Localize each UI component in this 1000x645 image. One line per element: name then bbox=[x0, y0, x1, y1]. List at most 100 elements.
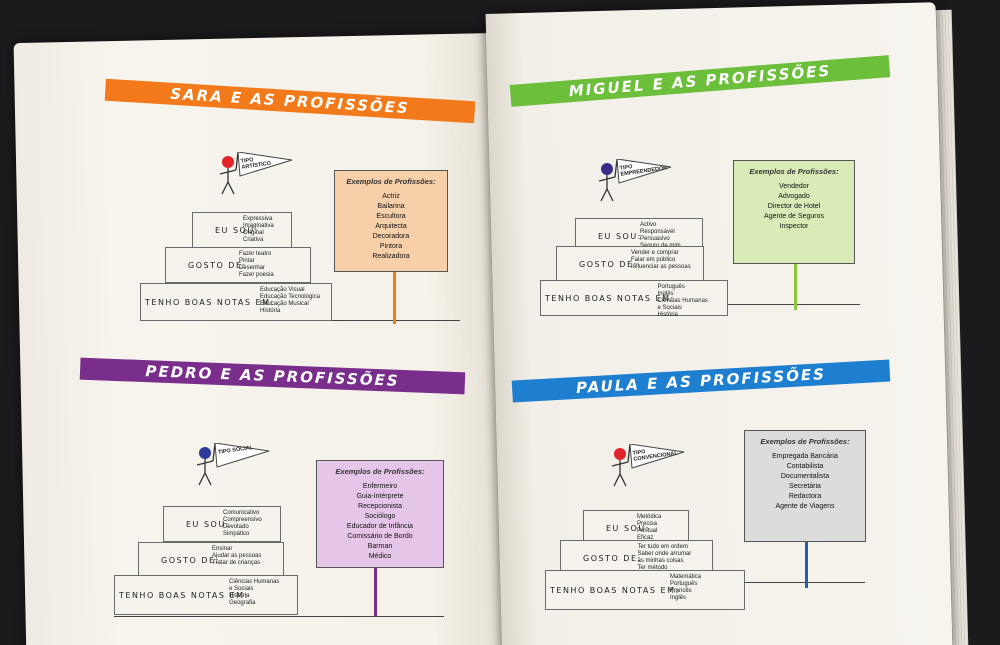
sign-title: Exemplos de Profissões: bbox=[346, 177, 436, 186]
tier-label: TENHO BOAS NOTAS EM: bbox=[145, 298, 275, 307]
profession-item: Vendedor bbox=[779, 183, 809, 190]
list-item: Devotado bbox=[223, 524, 249, 530]
list-item: Persuasivo bbox=[640, 236, 670, 242]
list-item: Imaginativa bbox=[243, 223, 274, 229]
profession-item: Inspector bbox=[779, 223, 809, 230]
profession-item: Comissário de Bordo bbox=[347, 533, 413, 540]
list-item: Educação Musical bbox=[260, 301, 309, 307]
profession-item: Director de Hotel bbox=[767, 203, 821, 210]
list-item: Tratar de crianças bbox=[212, 560, 261, 566]
profession-item: Médico bbox=[368, 553, 392, 560]
list-item: Português bbox=[657, 284, 685, 290]
stick-figure-flag-icon bbox=[611, 444, 685, 487]
list-item: Saber onde arrumar bbox=[637, 551, 692, 557]
list-item: Francês bbox=[670, 588, 692, 594]
profession-item: Escultora bbox=[376, 213, 406, 220]
tier-label: TENHO BOAS NOTAS EM: bbox=[545, 294, 675, 303]
profession-item: Sociólogo bbox=[364, 513, 396, 520]
sign-title: Exemplos de Profissões: bbox=[749, 167, 839, 176]
stick-figure-flag-icon bbox=[196, 443, 270, 486]
list-item: Simpático bbox=[223, 531, 250, 537]
list-item: Compreensivo bbox=[223, 517, 262, 523]
profession-item: Educador de Infância bbox=[346, 523, 414, 530]
tier-label: GOSTO DE: bbox=[161, 556, 220, 565]
list-item: Fazer poesia bbox=[239, 272, 274, 278]
ground-line bbox=[114, 616, 444, 618]
profession-item: Documentalista bbox=[780, 473, 830, 480]
profession-item: Barman bbox=[367, 543, 393, 550]
tier-label: GOSTO DE: bbox=[579, 260, 638, 269]
list-item: Ensinar bbox=[212, 546, 233, 552]
list-item: Educação Tecnológica bbox=[260, 294, 320, 300]
profession-item: Decoradora bbox=[372, 233, 410, 240]
profession-item: Enfermeiro bbox=[362, 483, 398, 490]
list-item: Matemática bbox=[670, 574, 702, 580]
sign-pole bbox=[393, 272, 396, 324]
list-item: Ter método bbox=[637, 565, 668, 571]
list-item: e Sociais bbox=[657, 305, 682, 311]
tier-label: EU SOU: bbox=[598, 232, 642, 241]
list-item: História bbox=[260, 308, 281, 314]
sign-title: Exemplos de Profissões: bbox=[760, 437, 850, 446]
list-item: Português bbox=[670, 581, 698, 587]
list-item: Activo bbox=[640, 222, 657, 228]
stick-figure-flag-icon bbox=[598, 159, 672, 202]
list-item: Comunicativo bbox=[223, 510, 260, 516]
profession-item: Contabilista bbox=[786, 463, 824, 470]
sign-pole bbox=[374, 568, 377, 616]
list-item: Inglês bbox=[657, 291, 674, 297]
profession-item: Realizadora bbox=[372, 253, 410, 260]
list-item: Inglês bbox=[670, 595, 687, 601]
list-item: História bbox=[229, 593, 250, 599]
list-item: as minhas coisas bbox=[637, 558, 684, 564]
sign-pole bbox=[805, 540, 808, 588]
list-item: Metódica bbox=[637, 514, 662, 520]
profession-item: Recepcionista bbox=[358, 503, 402, 510]
profession-item: Agente de Seguros bbox=[764, 213, 824, 220]
list-item: Original bbox=[243, 230, 264, 236]
list-item: Geografia bbox=[229, 600, 256, 606]
profession-item: Empregada Bancária bbox=[772, 453, 838, 460]
list-item: Criativa bbox=[243, 237, 264, 243]
list-item: Pintar bbox=[239, 258, 255, 264]
tier-label: GOSTO DE: bbox=[583, 554, 642, 563]
profession-item: Bailarina bbox=[377, 203, 405, 210]
professions-sign: Exemplos de Profissões: Empregada Bancári… bbox=[744, 430, 866, 542]
list-item: Vender e comprar bbox=[631, 250, 679, 256]
tier-label: TENHO BOAS NOTAS EM: bbox=[119, 591, 249, 600]
list-item: Pontual bbox=[637, 528, 658, 534]
list-item: Educação Visual bbox=[260, 287, 305, 293]
list-item: Fazer teatro bbox=[239, 251, 272, 257]
profession-item: Redactora bbox=[788, 493, 822, 500]
tier-label: TENHO BOAS NOTAS EM: bbox=[550, 586, 680, 595]
profession-item: Guia-Intérprete bbox=[356, 493, 404, 500]
list-item: Desenhar bbox=[239, 265, 266, 271]
list-item: Influenciar as pessoas bbox=[631, 264, 691, 270]
list-item: Ter tudo em ordem bbox=[637, 544, 688, 550]
profession-item: Pintora bbox=[379, 243, 403, 250]
list-item: Expressiva bbox=[243, 216, 273, 222]
profession-item: Agente de Viagens bbox=[775, 503, 835, 510]
profession-item: Secretária bbox=[789, 483, 821, 490]
profession-item: Advogado bbox=[778, 193, 810, 200]
list-item: História bbox=[657, 312, 678, 318]
sign-pole bbox=[794, 262, 797, 310]
list-item: Eficaz bbox=[637, 535, 654, 541]
tier-label: EU SOU: bbox=[186, 520, 230, 529]
list-item: Ciências Humanas bbox=[657, 298, 708, 304]
